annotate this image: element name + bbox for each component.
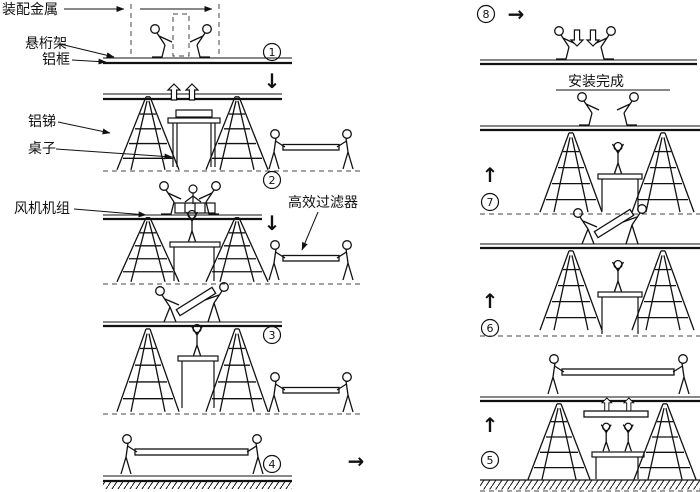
up-arrow-icon: ↑ xyxy=(482,413,499,437)
label-install-complete: 安装完成 xyxy=(568,74,624,90)
label-aluminum-ladder: 铝锑 xyxy=(28,114,56,130)
filter-panel-icon xyxy=(561,368,675,376)
ladder-icon xyxy=(631,132,695,213)
ceiling-rail xyxy=(480,125,700,132)
up-arrow-icon: ↑ xyxy=(482,289,499,313)
step-marker-3: 3 xyxy=(262,325,282,345)
step-2-number: 2 xyxy=(269,174,276,187)
label-aluminum-frame: 铝框 xyxy=(42,52,70,68)
truss-leader xyxy=(59,43,115,59)
hollow-up-arrow-icon xyxy=(185,83,199,101)
hollow-down-arrow-icon xyxy=(586,29,600,47)
tilting-workers-icon xyxy=(155,282,229,323)
scene-step-6: ↑ 6 xyxy=(480,204,700,338)
ladder-icon xyxy=(116,96,180,171)
ladder-icon xyxy=(205,217,269,283)
step-4-number: 4 xyxy=(269,458,276,471)
kneeling-workers-icon xyxy=(577,92,639,126)
hollow-up-arrow-icon xyxy=(167,83,181,101)
up-arrow-icon: ↑ xyxy=(482,163,499,187)
ceiling-rail xyxy=(480,243,700,250)
ladder-leader xyxy=(57,121,111,135)
pushing-worker-icon xyxy=(622,422,634,452)
pushing-worker-icon xyxy=(600,422,612,452)
step-1-number: 1 xyxy=(269,46,276,59)
scene-step-7: ↑ 7 xyxy=(480,92,700,215)
scene-step-1: 装配金属 悬桁架 铝框 1 ↓ xyxy=(2,2,292,93)
reaching-worker-icon xyxy=(611,259,625,293)
hepa-filter-leader xyxy=(301,211,319,251)
ladder-icon xyxy=(116,217,180,283)
scene-step-2: 铝锑 桌子 2 xyxy=(28,83,360,190)
carrying-worker-icon xyxy=(672,354,690,395)
ladder-icon xyxy=(527,403,591,481)
kneeling-workers-icon xyxy=(150,24,212,58)
scene-step-3: 3 xyxy=(103,282,360,415)
step-6-number: 6 xyxy=(487,322,494,335)
label-truss: 悬桁架 xyxy=(25,36,67,52)
floor-rail xyxy=(103,475,292,489)
step-marker-4: 4 xyxy=(262,454,282,474)
right-arrow-icon: → xyxy=(508,2,525,26)
ladder-icon xyxy=(539,132,603,213)
table-icon xyxy=(169,241,221,281)
carrying-worker-icon xyxy=(246,434,264,475)
table-icon xyxy=(597,173,643,211)
label-table: 桌子 xyxy=(28,141,56,157)
ceiling-rail xyxy=(480,59,697,66)
step-marker-2: 2 xyxy=(262,170,282,190)
ceiling-rail xyxy=(480,396,700,403)
step-marker-7: 7 xyxy=(480,192,500,212)
scene-step-5: ↑ 5 xyxy=(480,354,700,492)
tilting-workers-icon xyxy=(573,204,647,245)
step-marker-8: 8 xyxy=(476,4,496,24)
table-icon xyxy=(591,451,645,479)
reaching-worker-icon xyxy=(611,141,625,175)
scene-step-4: 4 → xyxy=(103,434,365,489)
table-leader xyxy=(55,148,173,160)
label-fan-unit: 风机机组 xyxy=(14,201,70,217)
table-icon xyxy=(597,291,643,334)
helper-worker-icon xyxy=(184,184,202,204)
step-5-number: 5 xyxy=(487,454,494,467)
table-icon xyxy=(177,355,219,408)
reaching-worker-icon xyxy=(190,323,204,357)
down-arrow-icon: ↓ xyxy=(264,69,281,93)
filter-panel-icon xyxy=(134,448,249,456)
down-arrow-icon: ↓ xyxy=(264,211,281,235)
carrying-workers-icon xyxy=(269,241,353,280)
hatched-ground xyxy=(480,479,700,492)
aluminum-frame-leader xyxy=(71,58,107,65)
kneeling-workers-icon xyxy=(554,26,616,60)
table-icon xyxy=(167,117,221,167)
carrying-workers-icon xyxy=(269,130,353,169)
step-3-number: 3 xyxy=(269,329,276,342)
ladder-icon xyxy=(539,250,603,331)
fan-unit-leader xyxy=(73,208,147,218)
step-7-number: 7 xyxy=(487,196,494,209)
scene-step-8: 8 → 安装完成 xyxy=(476,2,697,91)
carrying-workers-icon xyxy=(269,373,353,412)
filter-panel-icon xyxy=(175,109,213,118)
step-marker-1: 1 xyxy=(262,42,282,62)
step-marker-6: 6 xyxy=(480,318,500,338)
scene-fan-unit: 风机机组 ↓ 高效过滤器 xyxy=(14,181,360,285)
step-marker-5: 5 xyxy=(480,450,500,470)
label-hepa-filter: 高效过滤器 xyxy=(288,194,358,211)
assembly-dashed-outline xyxy=(172,13,190,57)
hollow-down-arrow-icon xyxy=(570,29,584,47)
ceiling-rail xyxy=(103,214,262,221)
ladder-icon xyxy=(205,328,269,413)
step-8-number: 8 xyxy=(483,8,490,21)
label-assembly-metal: 装配金属 xyxy=(2,2,58,18)
ladder-icon xyxy=(116,328,180,413)
ladder-icon xyxy=(631,250,695,331)
ladder-icon xyxy=(633,403,697,481)
ceiling-rail xyxy=(103,57,292,65)
right-arrow-icon: → xyxy=(348,449,365,473)
filter-panel-icon xyxy=(583,410,649,418)
ceiling-rail xyxy=(103,321,282,328)
